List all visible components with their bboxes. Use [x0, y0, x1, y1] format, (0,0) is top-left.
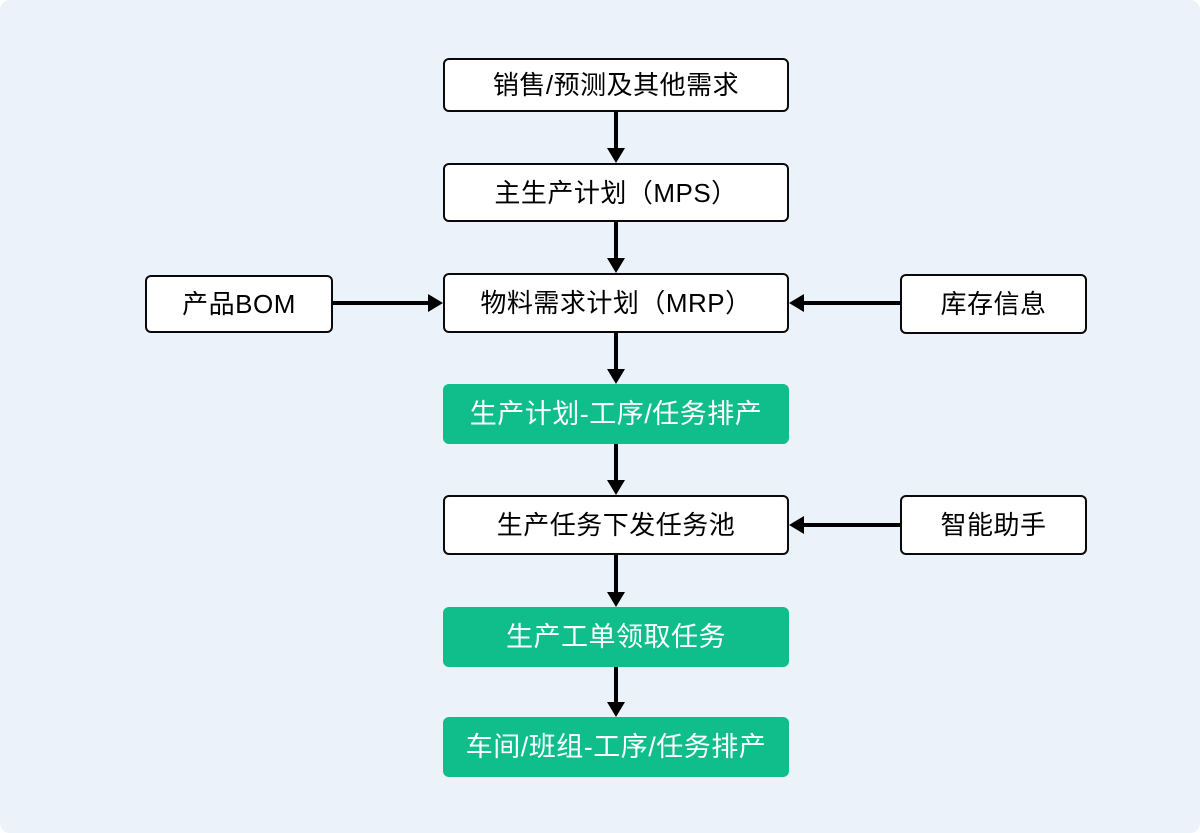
node-label: 智能助手	[940, 510, 1047, 540]
node-master-production-schedule: 主生产计划（MPS）	[443, 163, 789, 222]
arrow-head-left-icon	[789, 294, 804, 312]
arrow-head-down-icon	[607, 148, 625, 163]
arrow-line	[614, 333, 618, 369]
arrow-line	[614, 555, 618, 592]
arrow-head-right-icon	[428, 294, 443, 312]
node-label: 产品BOM	[182, 289, 296, 319]
node-label: 主生产计划（MPS）	[494, 177, 738, 208]
node-label: 生产任务下发任务池	[496, 510, 736, 540]
node-smart-assistant: 智能助手	[900, 495, 1087, 555]
arrow-head-down-icon	[607, 480, 625, 495]
node-task-pool: 生产任务下发任务池	[443, 495, 789, 555]
arrow-head-down-icon	[607, 592, 625, 607]
arrow-line	[614, 112, 618, 148]
node-inventory-info: 库存信息	[900, 274, 1087, 334]
node-work-order-claim-task: 生产工单领取任务	[443, 607, 789, 667]
node-label: 生产计划-工序/任务排产	[469, 398, 763, 429]
arrow-head-down-icon	[607, 702, 625, 717]
node-label: 生产工单领取任务	[506, 621, 726, 652]
arrow-line	[804, 301, 900, 305]
node-product-bom: 产品BOM	[145, 275, 333, 333]
arrow-line	[614, 667, 618, 702]
arrow-head-left-icon	[789, 516, 804, 534]
arrow-line	[614, 444, 618, 480]
node-sales-forecast-demand: 销售/预测及其他需求	[443, 58, 789, 112]
node-label: 物料需求计划（MRP）	[480, 288, 752, 318]
arrow-line	[614, 222, 618, 258]
node-label: 库存信息	[940, 289, 1047, 319]
arrow-head-down-icon	[607, 369, 625, 384]
arrow-line	[333, 301, 428, 305]
node-material-requirements-planning: 物料需求计划（MRP）	[443, 273, 789, 333]
node-label: 车间/班组-工序/任务排产	[465, 731, 767, 762]
arrow-head-down-icon	[607, 258, 625, 273]
node-workshop-team-scheduling: 车间/班组-工序/任务排产	[443, 717, 789, 777]
node-production-plan-scheduling: 生产计划-工序/任务排产	[443, 384, 789, 444]
arrow-line	[804, 523, 900, 527]
node-label: 销售/预测及其他需求	[492, 70, 740, 100]
